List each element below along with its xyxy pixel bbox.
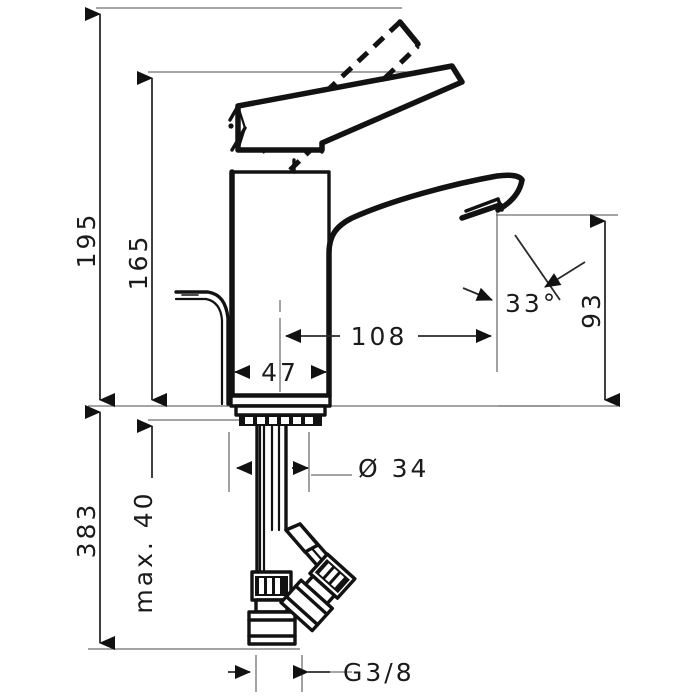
dimension-body-width: 47 <box>234 358 327 387</box>
lever-handle <box>228 63 465 154</box>
dimension-spout-reach: 108 <box>285 322 492 351</box>
dimension-label-108: 108 <box>351 322 408 351</box>
dimension-label-g38: G3/8 <box>343 658 415 687</box>
faucet-body <box>229 158 525 399</box>
dimension-shank-diameter: Ø 34 <box>236 454 429 483</box>
dimension-outlet-height: 93 <box>577 214 620 407</box>
supply-hose-left <box>258 424 274 572</box>
aerator <box>459 197 504 221</box>
dimension-label-max-40: max. 40 <box>129 490 158 613</box>
dimension-label-195: 195 <box>72 212 101 269</box>
pop-up-waste-rod <box>174 290 230 406</box>
dimension-below-deck-length: 383 <box>72 405 115 650</box>
dimension-max-deck-thickness: max. 40 <box>129 419 158 614</box>
dimension-label-165: 165 <box>124 234 153 291</box>
dimension-spout-height: 165 <box>124 71 167 407</box>
dimension-connection-thread: G3/8 <box>228 658 415 687</box>
deck-mount-base <box>229 394 332 426</box>
dimension-aerator-angle: 33° <box>462 234 586 318</box>
dimension-label-47: 47 <box>261 358 299 387</box>
supply-hose-right <box>279 522 357 633</box>
dimension-label-93: 93 <box>577 291 606 329</box>
dimension-total-height: 195 <box>72 7 115 407</box>
dimension-label-33-deg: 33° <box>505 289 558 318</box>
dimension-label-diameter-34: Ø 34 <box>358 454 429 483</box>
threaded-shank <box>247 424 297 646</box>
dimension-label-383: 383 <box>72 502 101 559</box>
